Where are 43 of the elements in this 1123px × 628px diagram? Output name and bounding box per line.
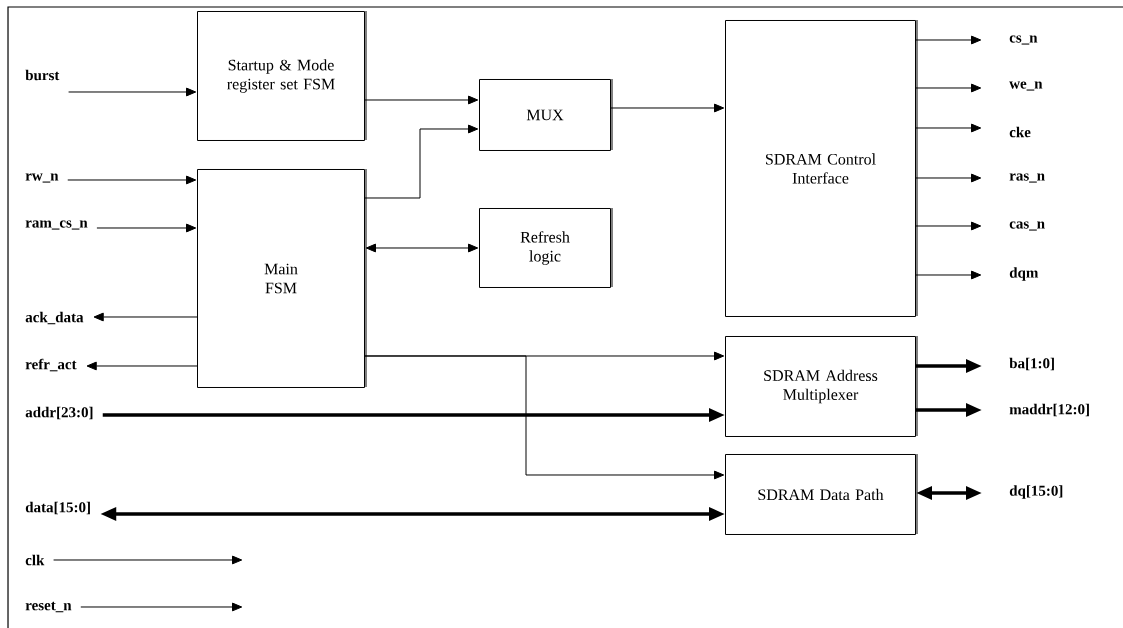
signal-label: ba[1:0] (1009, 357, 1054, 371)
block-box: Startup & Mode register set FSM (197, 10, 367, 141)
signal-label: cke (1009, 126, 1031, 138)
arrow (53, 555, 243, 565)
arrow (93, 312, 198, 322)
signal-label: dq[15:0] (1009, 485, 1063, 499)
arrow (364, 355, 725, 480)
arrow (86, 361, 198, 371)
arrow (364, 124, 479, 199)
arrow (67, 175, 197, 185)
arrow (915, 35, 982, 45)
block-box: Main FSM (197, 168, 367, 388)
block-box: Refresh logic (479, 207, 613, 288)
signal-label: dqm (1009, 267, 1039, 281)
signal-label: ack_data (25, 311, 84, 325)
signal-label: refr_act (25, 358, 77, 372)
signal-label: ram_cs_n (25, 220, 88, 230)
arrow (365, 243, 479, 253)
signal-label: ras_n (1009, 173, 1045, 183)
arrow (915, 221, 982, 231)
arrow (915, 173, 982, 183)
signal-label: maddr[12:0] (1009, 403, 1089, 417)
signal-label: reset_n (25, 601, 72, 613)
arrow (96, 223, 197, 233)
signal-label: addr[23:0] (25, 406, 93, 420)
arrow (915, 123, 982, 133)
arrow (915, 270, 982, 280)
signal-label: burst (25, 69, 60, 81)
signal-label: clk (25, 554, 45, 566)
arrow (915, 83, 982, 93)
block-box: SDRAM Control Interface (725, 19, 918, 317)
signal-label: cas_n (1009, 221, 1045, 231)
signal-label: rw_n (25, 173, 59, 183)
block-box: MUX (479, 78, 613, 151)
signal-label: data[15:0] (25, 501, 90, 515)
block-box: SDRAM Address Multiplexer (725, 335, 918, 437)
signal-label: we_n (1009, 81, 1043, 91)
signal-label: cs_n (1009, 35, 1038, 45)
arrow (68, 87, 197, 97)
arrow (80, 602, 243, 612)
arrow (610, 103, 725, 113)
block-box: SDRAM Data Path (725, 453, 918, 535)
arrow (364, 95, 479, 105)
